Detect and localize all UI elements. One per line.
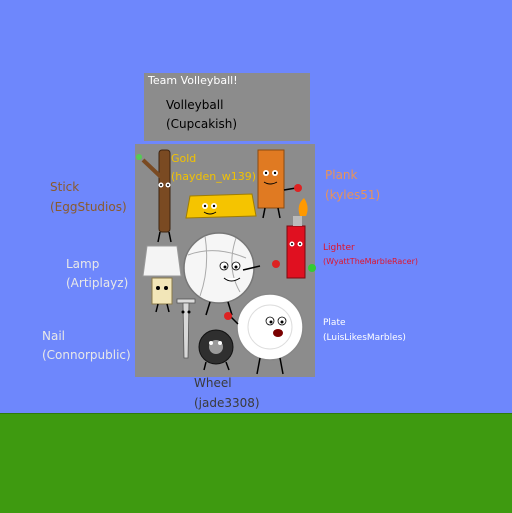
plate-name: Plate xyxy=(323,318,346,328)
plank-character xyxy=(257,149,302,219)
plate-creator: (LuisLikesMarbles) xyxy=(323,333,406,343)
lighter-name: Lighter xyxy=(323,243,355,253)
grass-ground xyxy=(0,413,512,513)
lamp-character xyxy=(142,245,182,313)
wheel-character xyxy=(198,329,234,371)
lamp-name: Lamp xyxy=(66,257,100,271)
nail-name: Nail xyxy=(42,329,65,343)
volleyball-character xyxy=(183,232,280,316)
plate-character xyxy=(224,293,304,375)
gold-name: Gold xyxy=(171,152,197,165)
plank-creator: (kyles51) xyxy=(325,188,381,202)
volleyball-creator: (Cupcakish) xyxy=(166,117,238,131)
stick-character xyxy=(136,149,172,243)
lamp-creator: (Artiplayz) xyxy=(66,276,129,290)
wheel-creator: (jade3308) xyxy=(194,396,260,410)
stick-name: Stick xyxy=(50,180,80,194)
gold-character xyxy=(185,193,257,219)
gold-creator: (hayden_w139) xyxy=(171,170,257,183)
nail-character xyxy=(176,298,196,359)
plank-name: Plank xyxy=(325,168,358,182)
team-title: Team Volleyball! xyxy=(148,74,238,87)
wheel-name: Wheel xyxy=(194,376,232,390)
nail-creator: (Connorpublic) xyxy=(42,348,131,362)
stick-creator: (EggStudios) xyxy=(50,200,127,214)
lighter-creator: (WyattTheMarbleRacer) xyxy=(323,257,419,266)
lighter-character xyxy=(286,198,316,279)
volleyball-name: Volleyball xyxy=(166,98,224,112)
team-title-panel xyxy=(144,73,310,141)
